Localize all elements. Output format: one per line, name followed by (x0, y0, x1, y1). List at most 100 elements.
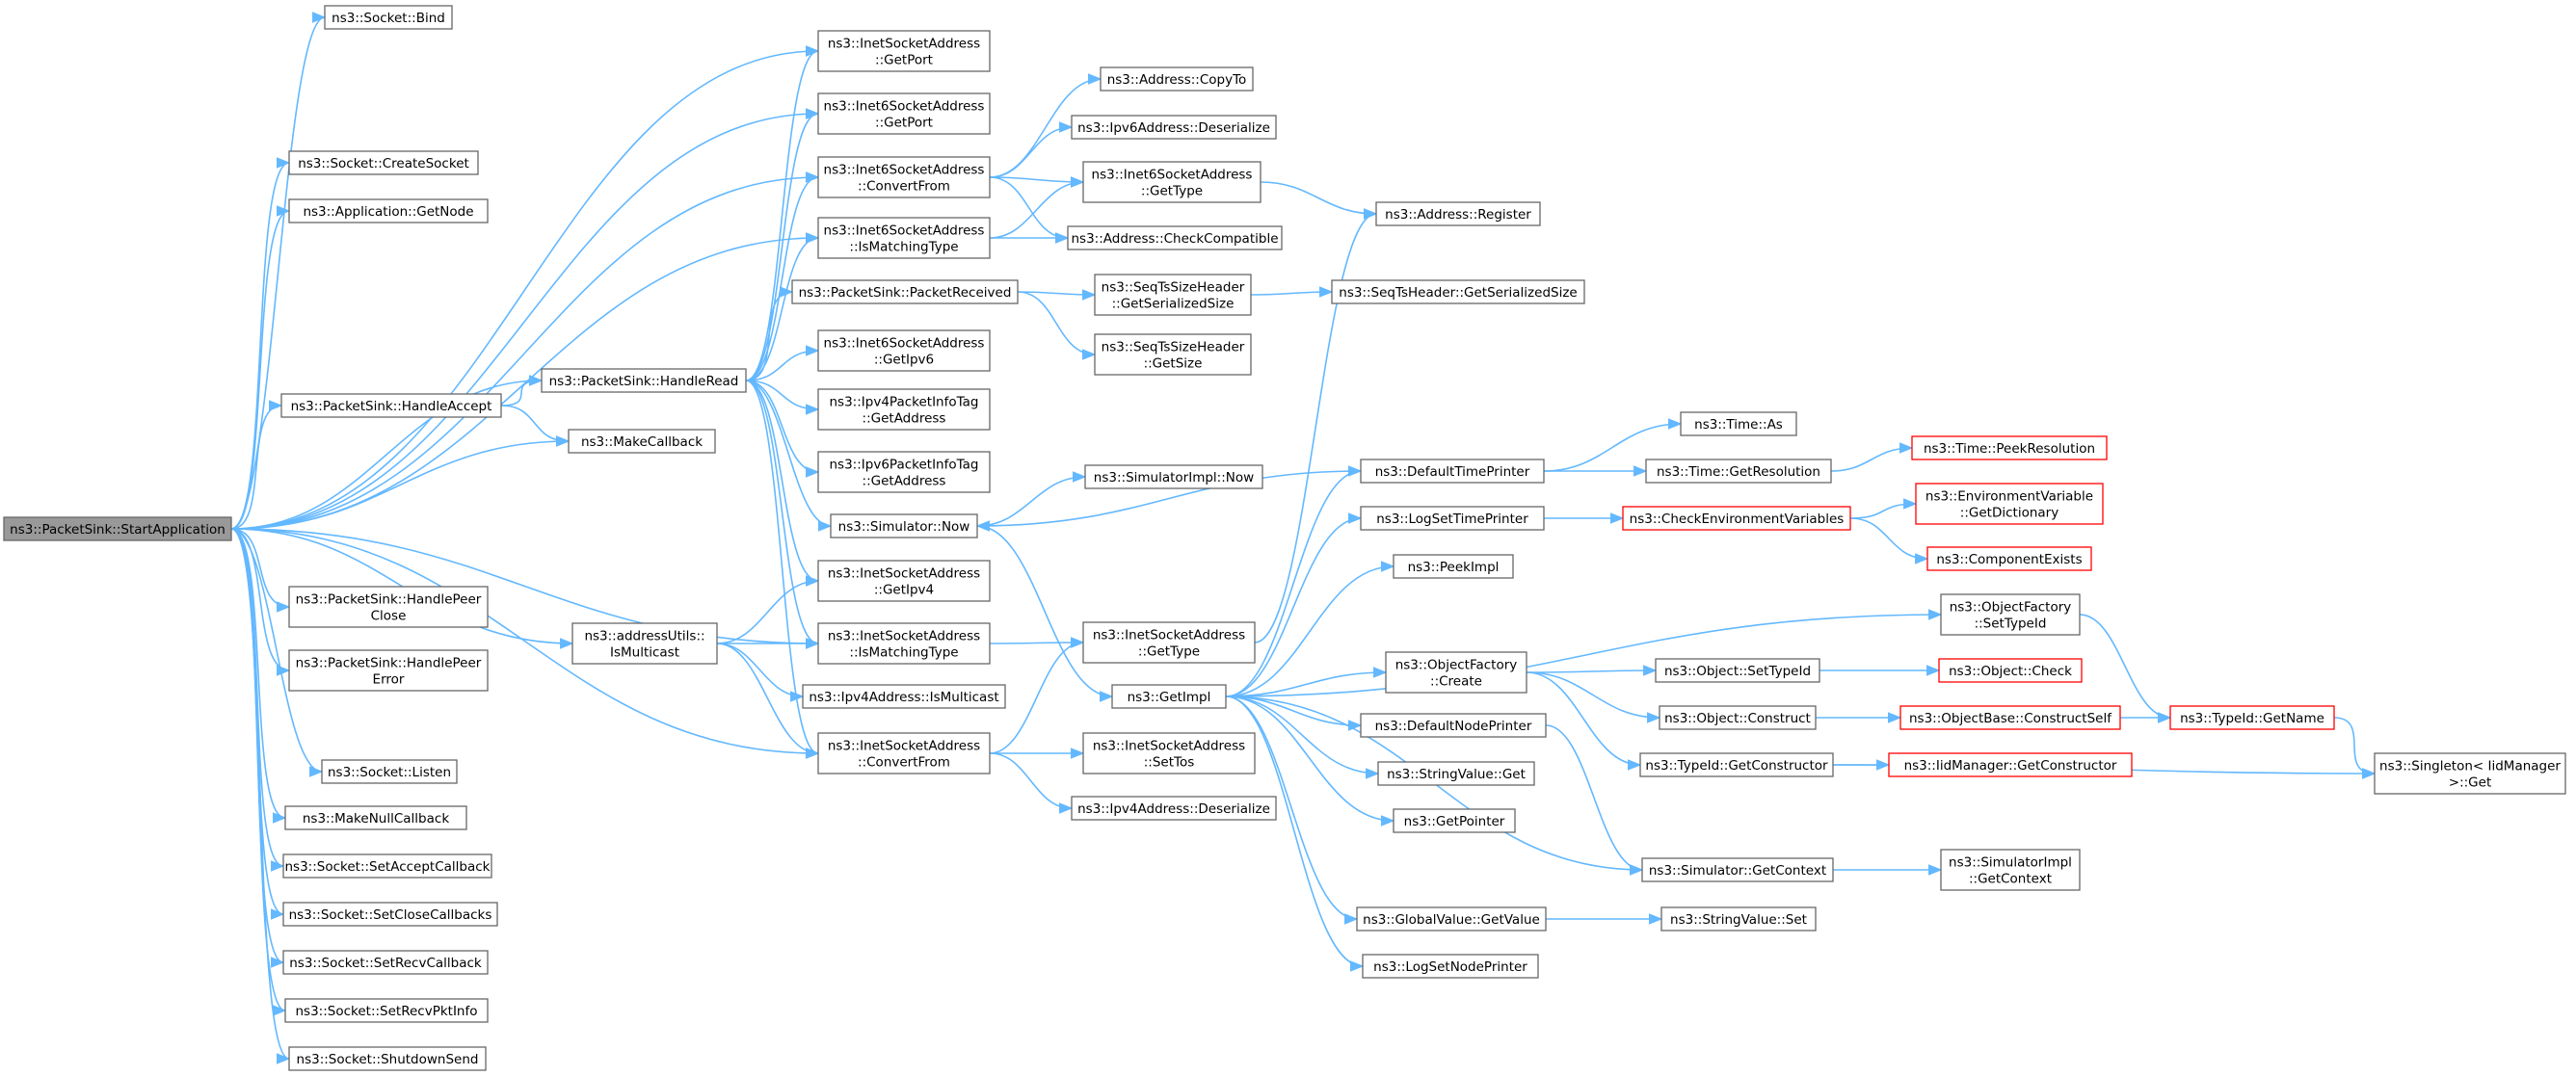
node-time-peekres[interactable]: ns3::Time::PeekResolution (1911, 435, 2108, 460)
node-label: ns3::PeekImpl (1408, 560, 1500, 575)
node-inet-settos[interactable]: ns3::InetSocketAddress::SetTos (1082, 732, 1256, 774)
node-defnodeprinter[interactable]: ns3::DefaultNodePrinter (1360, 713, 1547, 738)
node-label: ns3::PacketSink::HandleRead (549, 374, 739, 389)
node-objfact-settypeid[interactable]: ns3::ObjectFactory::SetTypeId (1940, 593, 2081, 636)
node-peekimpl[interactable]: ns3::PeekImpl (1393, 554, 1514, 579)
node-label: ns3::CheckEnvironmentVariables (1630, 512, 1845, 527)
node-seqtshdr-getser[interactable]: ns3::SeqTsHeader::GetSerializedSize (1331, 279, 1585, 304)
node-strval-get[interactable]: ns3::StringValue::Get (1377, 761, 1535, 786)
node-simimpl-getcontext[interactable]: ns3::SimulatorImpl::GetContext (1940, 849, 2081, 891)
node-sim-getcontext[interactable]: ns3::Simulator::GetContext (1641, 857, 1834, 882)
call-edge-ps_handleread-to-inet6_getipv6 (745, 345, 820, 381)
node-label: ::ConvertFrom (858, 755, 950, 771)
node-label: ns3::PacketSink::StartApplication (10, 522, 226, 538)
node-time-getres[interactable]: ns3::Time::GetResolution (1645, 459, 1832, 484)
node-box (1377, 761, 1535, 786)
node-addr-register[interactable]: ns3::Address::Register (1375, 201, 1541, 226)
node-label: ns3::SimulatorImpl (1949, 855, 2072, 871)
node-obj-settypeid[interactable]: ns3::Object::SetTypeId (1655, 658, 1820, 683)
node-compexists[interactable]: ns3::ComponentExists (1926, 546, 2092, 571)
node-sim-now[interactable]: ns3::Simulator::Now (830, 513, 978, 538)
node-inet6-gettype[interactable]: ns3::Inet6SocketAddress::GetType (1082, 161, 1261, 203)
node-checkenv[interactable]: ns3::CheckEnvironmentVariables (1622, 506, 1851, 531)
node-box (817, 92, 991, 135)
node-inet-getport[interactable]: ns3::InetSocketAddress::GetPort (817, 30, 991, 72)
node-box (1362, 954, 1539, 979)
node-box (1645, 459, 1832, 484)
node-inet6-convert[interactable]: ns3::Inet6SocketAddress::ConvertFrom (817, 156, 991, 198)
node-sock-setaccept[interactable]: ns3::Socket::SetAcceptCallback (282, 853, 492, 879)
call-edge-inet_convert-to-ipv4_deser (989, 752, 1074, 814)
node-addr-ismulticast[interactable]: ns3::addressUtils::IsMulticast (571, 622, 718, 665)
node-objfact-create[interactable]: ns3::ObjectFactory::Create (1385, 651, 1527, 694)
node-label: ns3::ComponentExists (1936, 552, 2082, 567)
node-label: ns3::PacketSink::HandleAccept (291, 399, 492, 414)
node-ipv4pkt-getaddr[interactable]: ns3::Ipv4PacketInfoTag::GetAddress (817, 388, 991, 431)
node-sock-setrecvpkt[interactable]: ns3::Socket::SetRecvPktInfo (284, 998, 489, 1023)
node-label: ns3::DefaultNodePrinter (1375, 719, 1532, 734)
node-envvar-getdict[interactable]: ns3::EnvironmentVariable::GetDictionary (1915, 483, 2104, 525)
node-seqts-getsize[interactable]: ns3::SeqTsSizeHeader::GetSize (1094, 333, 1252, 376)
node-typeid-getname[interactable]: ns3::TypeId::GetName (2169, 705, 2335, 730)
node-inet6-getport[interactable]: ns3::Inet6SocketAddress::GetPort (817, 92, 991, 135)
node-inet-gettype[interactable]: ns3::InetSocketAddress::GetType (1082, 621, 1256, 664)
node-addr-checkcompat[interactable]: ns3::Address::CheckCompatible (1067, 225, 1283, 250)
node-sock-create[interactable]: ns3::Socket::CreateSocket (288, 150, 479, 175)
node-sock-bind[interactable]: ns3::Socket::Bind (324, 5, 453, 30)
node-box (288, 586, 489, 628)
node-inet6-ismatch[interactable]: ns3::Inet6SocketAddress::IsMatchingType (817, 217, 991, 259)
node-sock-setclose[interactable]: ns3::Socket::SetCloseCallbacks (282, 902, 498, 927)
call-edge-root-to-ps_handleaccept (230, 400, 283, 530)
call-edge-ps_handleread-to-inet_convert (745, 380, 820, 759)
node-ipv6-deser[interactable]: ns3::Ipv6Address::Deserialize (1071, 115, 1277, 140)
node-objbase-constructself[interactable]: ns3::ObjectBase::ConstructSelf (1899, 705, 2121, 730)
call-edge-checkenv-to-compexists (1849, 517, 1929, 564)
node-globval-getvalue[interactable]: ns3::GlobalValue::GetValue (1356, 906, 1547, 932)
node-getpointer[interactable]: ns3::GetPointer (1393, 808, 1516, 833)
node-sock-setrecv[interactable]: ns3::Socket::SetRecvCallback (282, 950, 489, 975)
node-label: ::GetType (1138, 644, 1200, 660)
node-ipv4-deser[interactable]: ns3::Ipv4Address::Deserialize (1071, 796, 1277, 821)
node-typeid-getctor[interactable]: ns3::TypeId::GetConstructor (1639, 752, 1834, 777)
node-box (1082, 161, 1261, 203)
node-logsetnode[interactable]: ns3::LogSetNodePrinter (1362, 954, 1539, 979)
node-ipv6pkt-getaddr[interactable]: ns3::Ipv6PacketInfoTag::GetAddress (817, 451, 991, 493)
node-app-getnode[interactable]: ns3::Application::GetNode (288, 198, 489, 223)
node-sock-shutdown[interactable]: ns3::Socket::ShutdownSend (288, 1046, 487, 1071)
node-inet6-getipv6[interactable]: ns3::Inet6SocketAddress::GetIpv6 (817, 329, 991, 372)
node-makenullcb[interactable]: ns3::MakeNullCallback (284, 805, 467, 830)
node-addr-copyto[interactable]: ns3::Address::CopyTo (1100, 66, 1254, 92)
node-sock-listen[interactable]: ns3::Socket::Listen (321, 759, 458, 784)
node-ps-handleaccept[interactable]: ns3::PacketSink::HandleAccept (280, 393, 502, 418)
node-label: ns3::InetSocketAddress (828, 739, 980, 754)
node-makecallback[interactable]: ns3::MakeCallback (568, 429, 716, 454)
node-label: ns3::IidManager::GetConstructor (1904, 758, 2117, 774)
node-seqts-getser[interactable]: ns3::SeqTsSizeHeader::GetSerializedSize (1094, 274, 1252, 316)
call-edge-inet6_convert-to-addr_checkcompat (989, 176, 1070, 244)
node-inet-ismatch[interactable]: ns3::InetSocketAddress::IsMatchingType (817, 622, 991, 665)
node-iidmgr-getctor[interactable]: ns3::IidManager::GetConstructor (1888, 752, 2133, 777)
call-edge-sim_now-to-getimpl (976, 525, 1114, 702)
node-singleton-get[interactable]: ns3::Singleton< IidManager>::Get (2374, 752, 2566, 795)
node-label: ns3::GetImpl (1128, 690, 1211, 705)
node-obj-check[interactable]: ns3::Object::Check (1938, 658, 2083, 683)
node-ps-handleread[interactable]: ns3::PacketSink::HandleRead (541, 368, 747, 393)
node-ps-pktrecv[interactable]: ns3::PacketSink::PacketReceived (791, 279, 1019, 304)
node-deftimeprinter[interactable]: ns3::DefaultTimePrinter (1360, 459, 1545, 484)
node-box (1375, 201, 1541, 226)
node-getimpl[interactable]: ns3::GetImpl (1111, 684, 1227, 709)
node-inet-getipv4[interactable]: ns3::InetSocketAddress::GetIpv4 (817, 560, 991, 602)
call-edge-inet6_gettype-to-addr_register (1260, 181, 1378, 220)
node-ipv4-ismulticast[interactable]: ns3::Ipv4Address::IsMulticast (802, 684, 1006, 709)
node-logsettime[interactable]: ns3::LogSetTimePrinter (1360, 506, 1545, 531)
node-inet-convert[interactable]: ns3::InetSocketAddress::ConvertFrom (817, 732, 991, 774)
node-root[interactable]: ns3::PacketSink::StartApplication (3, 516, 232, 541)
node-label: ns3::Time::As (1694, 417, 1783, 433)
node-box (830, 513, 978, 538)
node-time-as[interactable]: ns3::Time::As (1680, 411, 1797, 436)
node-strval-set[interactable]: ns3::StringValue::Set (1660, 906, 1817, 932)
node-obj-construct[interactable]: ns3::Object::Construct (1659, 705, 1817, 730)
node-simimpl-now[interactable]: ns3::SimulatorImpl::Now (1084, 464, 1263, 489)
